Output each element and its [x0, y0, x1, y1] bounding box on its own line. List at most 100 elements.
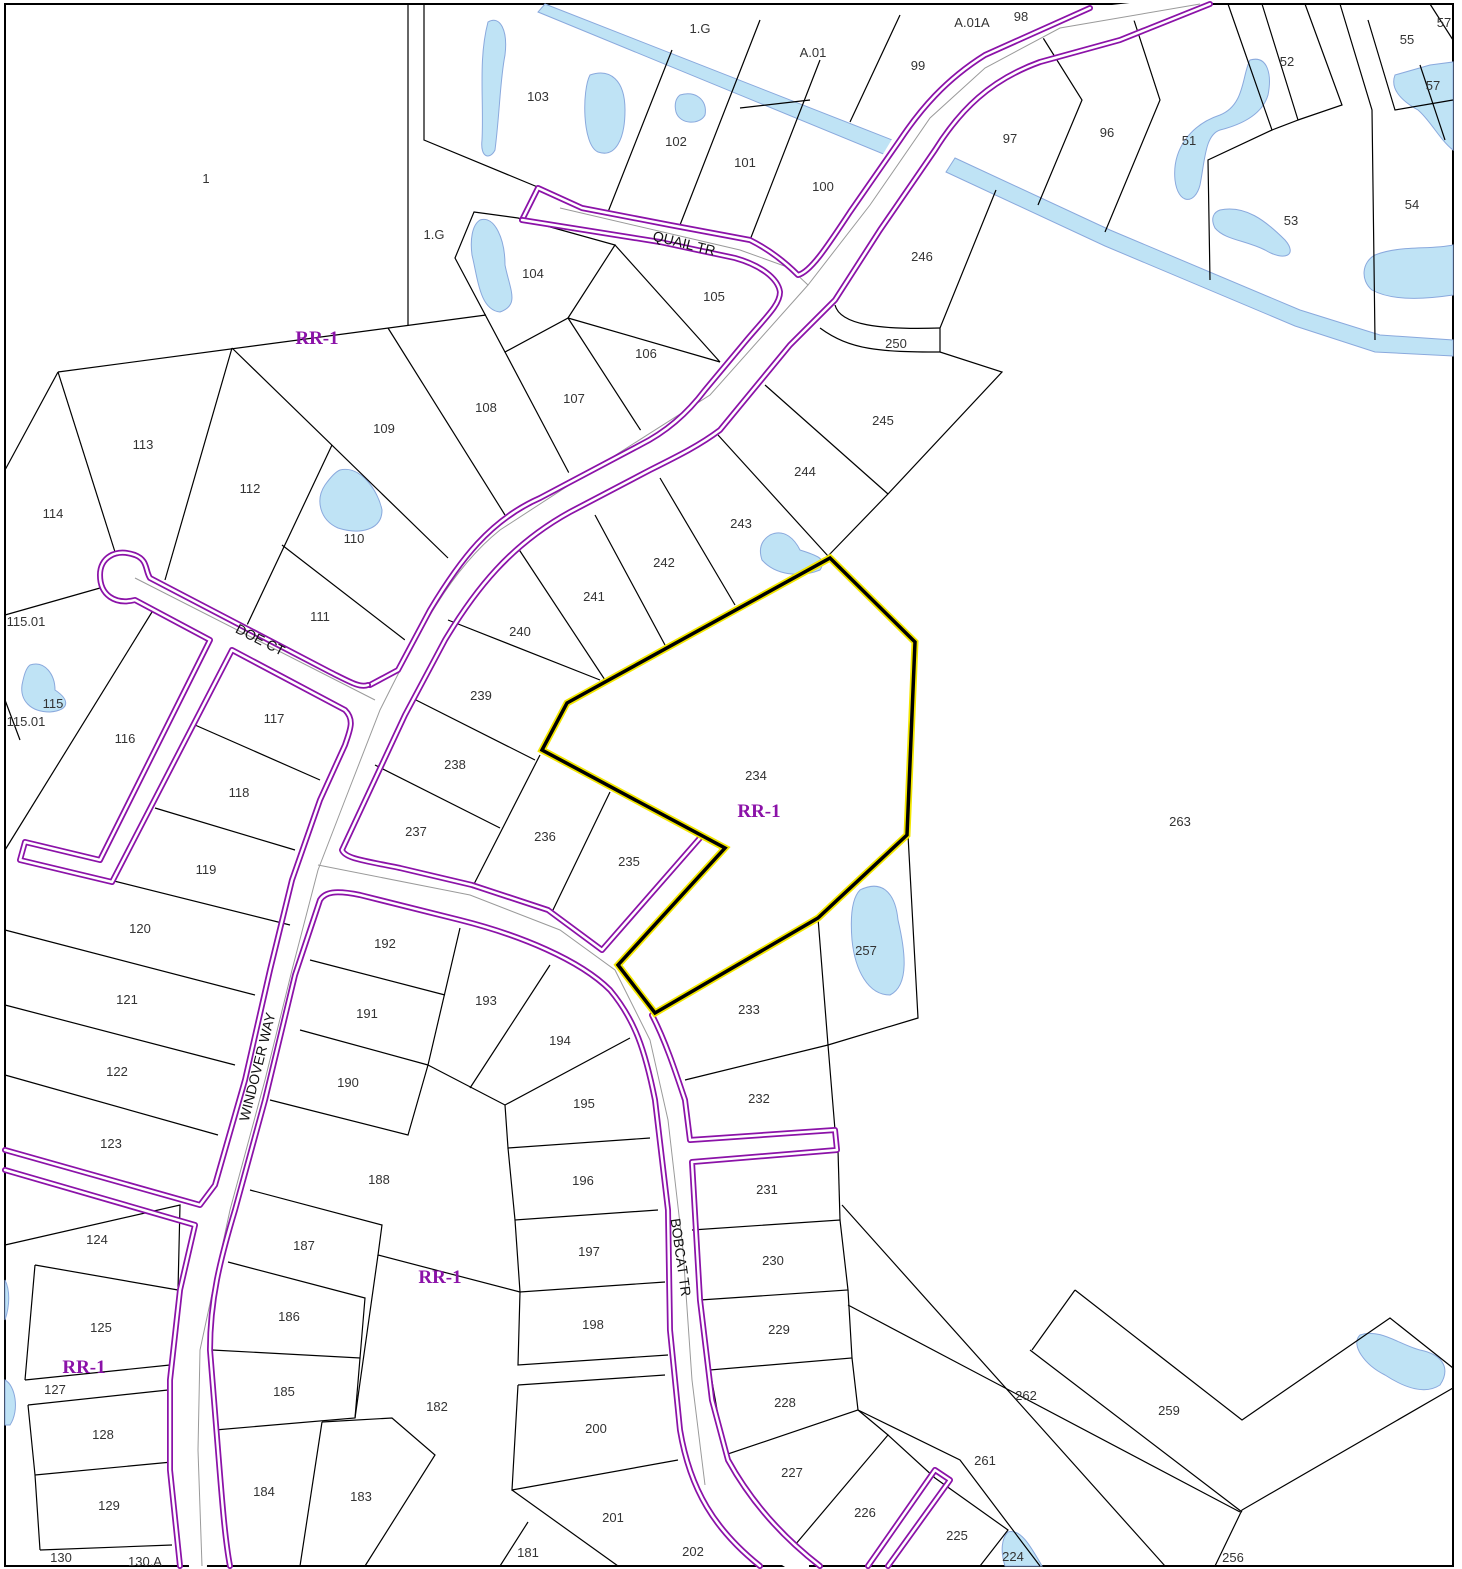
lot-label: 197 [578, 1244, 600, 1259]
lot-label: 118 [229, 785, 250, 800]
lot-label: 108 [475, 400, 497, 415]
lot-label: 57 [1437, 15, 1451, 30]
lot-label: 243 [730, 516, 752, 531]
lot-label: 232 [748, 1091, 770, 1106]
lot-label: 52 [1280, 54, 1294, 69]
lot-label: 231 [756, 1182, 778, 1197]
lot-label: 257 [855, 943, 877, 958]
pond [470, 218, 513, 313]
lot-label: 115.01 [7, 614, 46, 629]
water-features [4, 3, 1454, 1567]
lot-label: 110 [344, 531, 365, 546]
lot-label: 261 [974, 1453, 996, 1468]
lot-label: 102 [665, 134, 687, 149]
lot-label: 1.G [424, 227, 445, 242]
pond [1356, 1332, 1446, 1391]
lot-label: 109 [373, 421, 395, 436]
lot-label: 236 [534, 829, 556, 844]
map-border [4, 3, 1454, 1567]
pond [4, 1379, 16, 1426]
zoning-boundaries [2, 1, 1213, 1569]
pond [481, 19, 507, 157]
lot-label: 107 [563, 391, 585, 406]
lot-label: 239 [470, 688, 492, 703]
lot-label: 262 [1015, 1388, 1037, 1403]
lot-label: 184 [253, 1484, 275, 1499]
lot-label: 245 [872, 413, 894, 428]
zone-label: RR-1 [418, 1267, 461, 1288]
lot-label: 105 [703, 289, 725, 304]
lot-label: 97 [1003, 131, 1017, 146]
lot-label: 181 [517, 1545, 539, 1560]
pond [4, 1279, 10, 1321]
lot-label: 119 [196, 862, 217, 877]
lot-label: 111 [310, 609, 330, 624]
lot-label: 112 [240, 481, 261, 496]
lot-label: 51 [1182, 133, 1196, 148]
lot-label: 191 [356, 1006, 378, 1021]
lot-label: 54 [1405, 197, 1419, 212]
lot-label: 250 [885, 336, 907, 351]
lot-label: 263 [1169, 814, 1191, 829]
lot-label: 115 [43, 696, 64, 711]
lot-label: 233 [738, 1002, 760, 1017]
lot-label: 55 [1400, 32, 1414, 47]
pond [319, 468, 383, 532]
lot-label: 117 [264, 711, 285, 726]
lot-label: 98 [1014, 9, 1028, 24]
parcel-lines [4, 3, 1454, 1567]
pond [584, 72, 626, 154]
zone-label: RR-1 [295, 328, 338, 349]
lot-label: 200 [585, 1421, 607, 1436]
lot-label: 106 [635, 346, 657, 361]
lot-label: 122 [106, 1064, 128, 1079]
zone-label: RR-1 [62, 1357, 105, 1378]
lot-label: 227 [781, 1465, 803, 1480]
lot-labels: 1 1.G 1.G A.01 A.01A 98 99 55 57 57 52 5… [7, 9, 1452, 1569]
lot-label: 124 [86, 1232, 108, 1247]
lot-label: 130.A [128, 1554, 162, 1569]
lot-label: 130 [50, 1550, 72, 1565]
lot-label: 185 [273, 1384, 295, 1399]
lot-label: 123 [100, 1136, 122, 1151]
subject-parcel-234[interactable] [537, 553, 919, 1018]
pond [1363, 244, 1454, 299]
lot-label: 121 [116, 992, 138, 1007]
pond [850, 885, 905, 996]
lot-label: 129 [98, 1498, 120, 1513]
lot-label: A.01 [800, 45, 827, 60]
zoning-labels: RR-1 RR-1 RR-1 RR-1 [62, 328, 780, 1378]
lot-label: 100 [812, 179, 834, 194]
lot-label: 120 [129, 921, 151, 936]
pond [759, 532, 823, 575]
lot-label: 116 [115, 731, 136, 746]
lot-label: 190 [337, 1075, 359, 1090]
zone-label: RR-1 [737, 801, 780, 822]
lot-label: 1 [202, 171, 209, 186]
lot-label: 225 [946, 1528, 968, 1543]
lot-label: 125 [90, 1320, 112, 1335]
lot-label: 101 [734, 155, 756, 170]
lot-label: 114 [43, 506, 64, 521]
lot-label: 234 [745, 768, 767, 783]
lot-label: 194 [549, 1033, 571, 1048]
lot-label: 237 [405, 824, 427, 839]
lot-label: 186 [278, 1309, 300, 1324]
lot-label: 230 [762, 1253, 784, 1268]
lot-label: 1.G [690, 21, 711, 36]
pond [945, 157, 1454, 357]
lot-label: 198 [582, 1317, 604, 1332]
lot-label: 57 [1426, 78, 1440, 93]
pond [21, 663, 67, 713]
lot-label: 244 [794, 464, 816, 479]
lot-label: 195 [573, 1096, 595, 1111]
lot-label: 229 [768, 1322, 790, 1337]
lot-label: 196 [572, 1173, 594, 1188]
lot-label: 96 [1100, 125, 1114, 140]
lot-label: 238 [444, 757, 466, 772]
lot-label: 115.01 [7, 714, 46, 729]
lot-label: 246 [911, 249, 933, 264]
lot-label: 53 [1284, 213, 1298, 228]
pond [1001, 1530, 1043, 1567]
